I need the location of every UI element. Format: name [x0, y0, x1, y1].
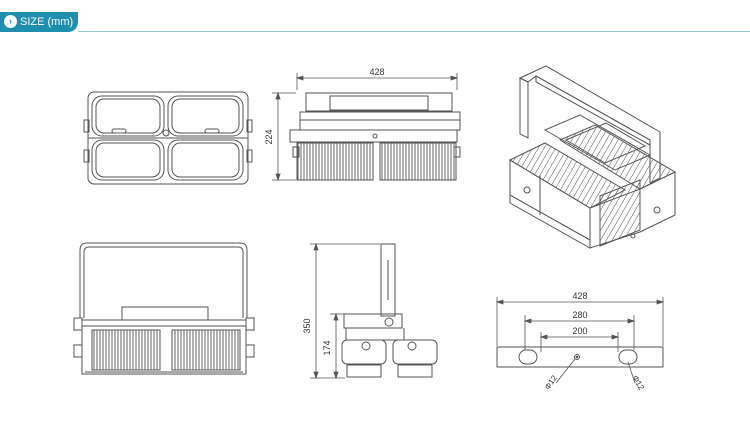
side-view [341, 243, 438, 378]
front-elevation-view [289, 92, 461, 181]
height-dimension-350 [310, 242, 380, 380]
dim-side-height-lower: 174 [322, 340, 332, 355]
width-dimension-428 [295, 73, 459, 90]
bracket-plate-view [496, 346, 664, 368]
dim-front-height: 224 [264, 129, 274, 144]
dim-hole-right: Φ12 [630, 374, 646, 392]
dim-front-width: 428 [369, 67, 384, 77]
height-dimension-224 [272, 91, 296, 182]
plate-dimension-200 [539, 332, 620, 352]
header-rule [78, 31, 750, 32]
dim-plate-inner-slots: 200 [572, 326, 587, 336]
bracket-front-view [73, 242, 255, 375]
plate-dimension-280 [523, 315, 636, 350]
chevron-right-icon: › [4, 15, 17, 28]
hole-leaders [555, 358, 636, 384]
dim-plate-total: 428 [572, 291, 587, 301]
front-lens-view [83, 91, 253, 185]
section-tab [0, 12, 78, 32]
isometric-view [508, 65, 677, 249]
plate-dimension-428 [495, 297, 665, 346]
dim-plate-outer-slots: 280 [572, 310, 587, 320]
section-label: SIZE (mm) [20, 16, 74, 28]
height-dimension-174 [330, 312, 344, 380]
dim-side-height-total: 350 [302, 318, 312, 333]
